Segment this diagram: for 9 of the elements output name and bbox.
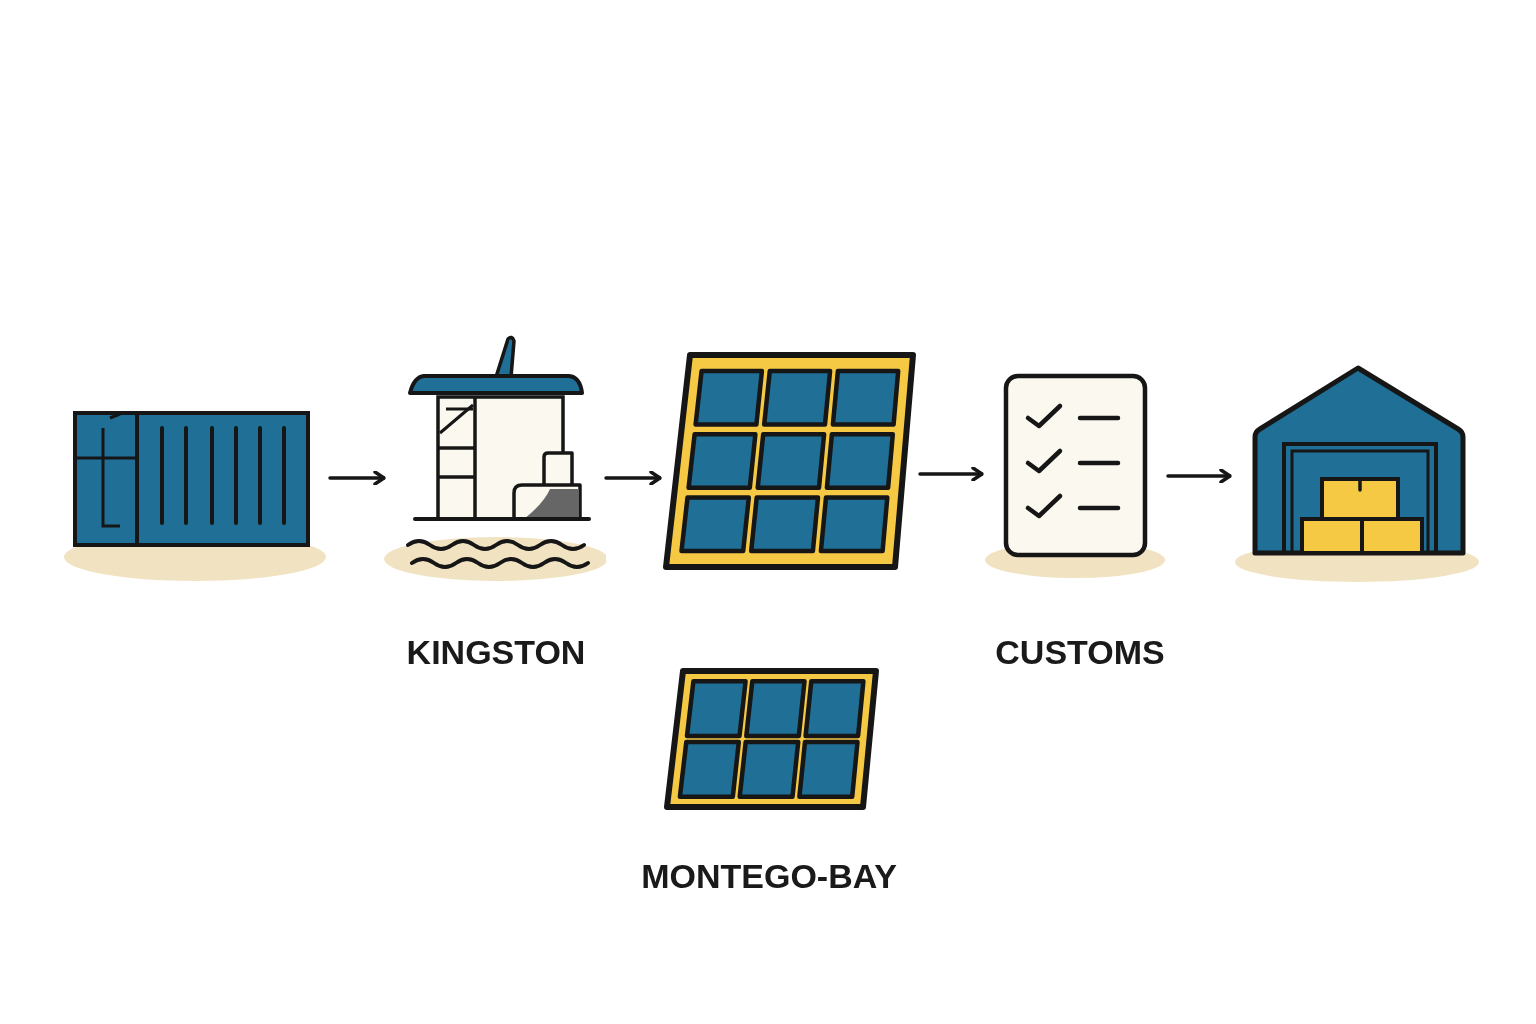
arrow bbox=[918, 466, 984, 482]
solar-panel-illustration bbox=[662, 666, 880, 812]
arrow bbox=[328, 470, 386, 486]
arrow bbox=[604, 470, 662, 486]
port-crane-illustration bbox=[384, 333, 606, 584]
place-label: MONTEGO-BAY bbox=[641, 856, 897, 897]
place-label: CUSTOMS bbox=[995, 632, 1165, 673]
place-label: KINGSTON bbox=[406, 632, 586, 673]
arrow bbox=[1166, 468, 1232, 484]
